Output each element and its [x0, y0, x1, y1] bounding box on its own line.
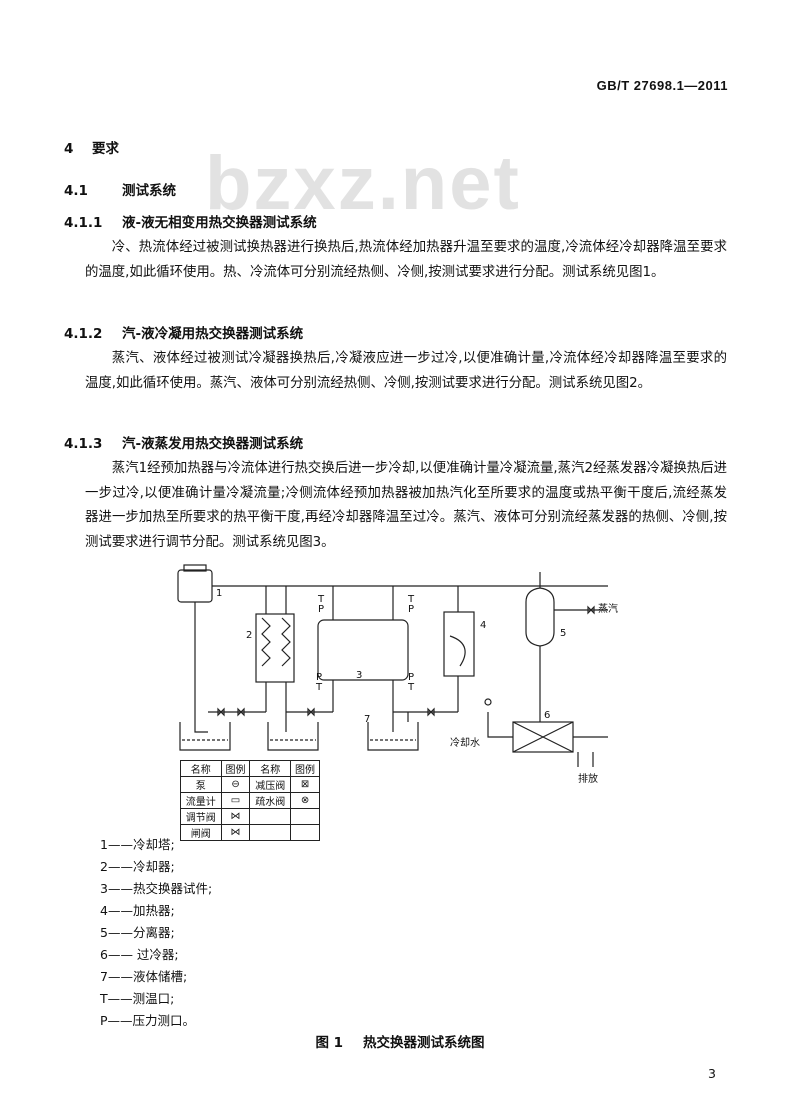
section-title: 汽-液冷凝用热交换器测试系统	[122, 326, 304, 342]
label-4: 4	[480, 620, 486, 631]
section-number: 4.1.2	[64, 326, 103, 342]
trap-icon	[484, 698, 492, 706]
watermark: bzxz.net	[205, 141, 521, 226]
figure-caption: 图 1 热交换器测试系统图	[0, 1031, 800, 1051]
section-4-1-heading: 4.1 测试系统	[64, 179, 176, 199]
table-cell: 调节阀	[180, 808, 222, 825]
section-4-1-3-paragraph: 蒸汽1经预加热器与冷流体进行热交换后进一步冷却,以便准确计量冷凝流量,蒸汽2经蒸…	[85, 461, 727, 550]
label-P: P	[318, 604, 324, 615]
section-title: 测试系统	[122, 183, 176, 199]
cooling-water-label: 冷却水	[450, 736, 480, 749]
flowmeter-icon: ▭	[220, 792, 251, 809]
section-4-1-1-heading: 4.1.1 液-液无相变用热交换器测试系统	[64, 211, 317, 231]
section-number: 4.1	[64, 183, 88, 199]
table-header: 名称	[249, 760, 292, 777]
label-T: T	[407, 594, 415, 605]
legend-item: 5——分离器;	[100, 925, 175, 940]
reducer-icon: ⊠	[290, 776, 320, 793]
section-number: 4	[64, 141, 74, 157]
section-4-1-2-paragraph: 蒸汽、液体经过被测试冷凝器换热后,冷凝液应进一步过冷,以便准确计量,冷流体经冷却…	[85, 351, 727, 391]
legend-item: 6—— 过冷器;	[100, 947, 179, 962]
legend-item: 3——热交换器试件;	[100, 881, 213, 896]
label-3: 3	[356, 670, 362, 681]
cooling-tower-icon	[177, 569, 213, 603]
table-header: 图例	[290, 760, 320, 777]
trap-icon: ⊗	[290, 792, 320, 809]
table-cell: 流量计	[180, 792, 222, 809]
liquid-tanks	[179, 722, 419, 751]
section-4-1-2-heading: 4.1.2 汽-液冷凝用热交换器测试系统	[64, 322, 303, 342]
legend-item: 4——加热器;	[100, 903, 175, 918]
section-number: 4.1.3	[64, 436, 103, 452]
section-4-1-3-heading: 4.1.3 汽-液蒸发用热交换器测试系统	[64, 432, 303, 452]
label-T: T	[317, 594, 325, 605]
control-valve-icon: ⋈	[220, 808, 251, 825]
table-cell: 闸阀	[180, 824, 222, 841]
separator-icon	[525, 587, 555, 647]
table-header: 图例	[220, 760, 251, 777]
section-title: 汽-液蒸发用热交换器测试系统	[122, 436, 304, 452]
symbol-table: 名称 图例 名称 图例 泵 ⊖ 减压阀 ⊠ 流量计 ▭ 疏水阀 ⊗ 调节阀 ⋈ …	[180, 760, 320, 841]
valve-icons	[217, 605, 595, 717]
figure-label: 图 1	[315, 1035, 344, 1051]
gate-valve-icon: ⋈	[220, 824, 251, 841]
steam-label: 蒸汽	[598, 602, 618, 615]
label-5: 5	[560, 628, 566, 639]
label-1: 1	[216, 588, 222, 599]
label-6: 6	[544, 710, 550, 721]
drain-label: 排放	[578, 772, 598, 785]
label-2: 2	[246, 630, 252, 641]
figure-title: 热交换器测试系统图	[363, 1035, 485, 1051]
standard-number: GB/T 27698.1—2011	[596, 78, 728, 93]
section-title: 要求	[92, 141, 119, 157]
label-P: P	[408, 672, 414, 683]
heat-exchanger-icon	[317, 619, 409, 681]
legend-item: P——压力测口。	[100, 1013, 196, 1028]
label-P: P	[316, 672, 322, 683]
legend-item: T——测温口;	[100, 991, 175, 1006]
cooler-icon	[255, 613, 295, 683]
label-P: P	[408, 604, 414, 615]
section-title: 液-液无相变用热交换器测试系统	[122, 215, 317, 231]
label-T: T	[315, 682, 323, 693]
label-7: 7	[364, 714, 370, 725]
section-4-1-1-paragraph: 冷、热流体经过被测试换热器进行换热后,热流体经加热器升温至要求的温度,冷流体经冷…	[85, 240, 727, 280]
table-cell: 疏水阀	[249, 792, 292, 809]
page-number: 3	[708, 1066, 716, 1081]
legend-item: 7——液体储槽;	[100, 969, 188, 984]
pump-icon: ⊖	[220, 776, 251, 793]
cooling-tower-fan	[183, 564, 207, 572]
table-cell: 减压阀	[249, 776, 292, 793]
label-T: T	[407, 682, 415, 693]
legend-item: 1——冷却塔;	[100, 837, 175, 852]
table-header: 名称	[180, 760, 222, 777]
heater-icon	[443, 611, 475, 677]
section-4-heading: 4 要求	[64, 137, 119, 157]
table-cell: 泵	[180, 776, 222, 793]
section-number: 4.1.1	[64, 215, 103, 231]
legend-item: 2——冷却器;	[100, 859, 175, 874]
test-system-diagram: 1 2 3 4 5 6 7 T P T P P T P T 蒸汽 冷却水 排放	[177, 564, 618, 785]
